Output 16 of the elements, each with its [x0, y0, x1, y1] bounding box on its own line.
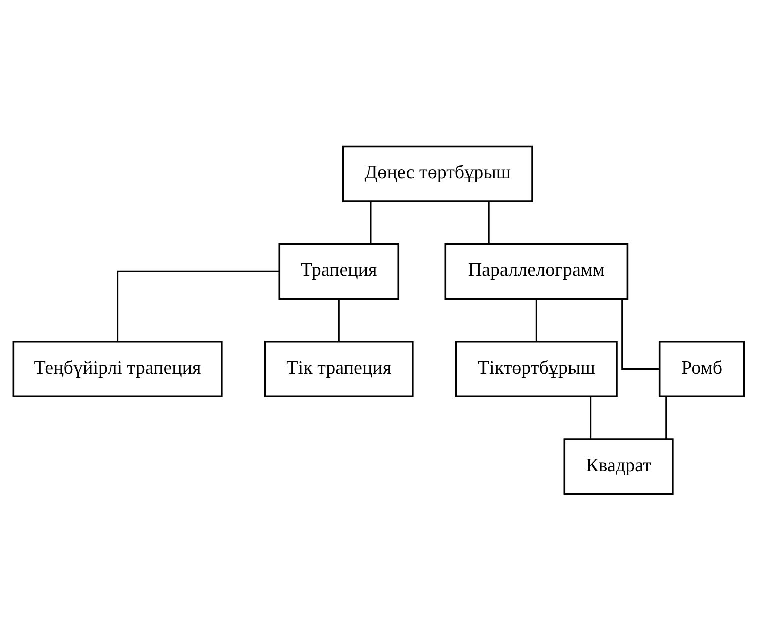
connector: [590, 396, 592, 439]
connector: [338, 298, 340, 342]
node-box: Трапеция: [278, 242, 400, 300]
connector: [488, 201, 490, 244]
connector: [370, 201, 372, 244]
node-box: Параллелограмм: [444, 242, 629, 300]
node-box: Теңбүйірлі трапеция: [12, 340, 223, 398]
connector: [622, 298, 660, 370]
connector: [117, 270, 280, 342]
node-box: Ромб: [658, 340, 746, 398]
node-box: Квадрат: [564, 438, 674, 495]
node-box: Тік трапеция: [264, 340, 414, 398]
node-box: Дөңес төртбұрыш: [342, 145, 534, 202]
node-box: Тіктөртбұрыш: [455, 340, 618, 398]
connector: [666, 396, 668, 439]
connector: [536, 298, 538, 342]
